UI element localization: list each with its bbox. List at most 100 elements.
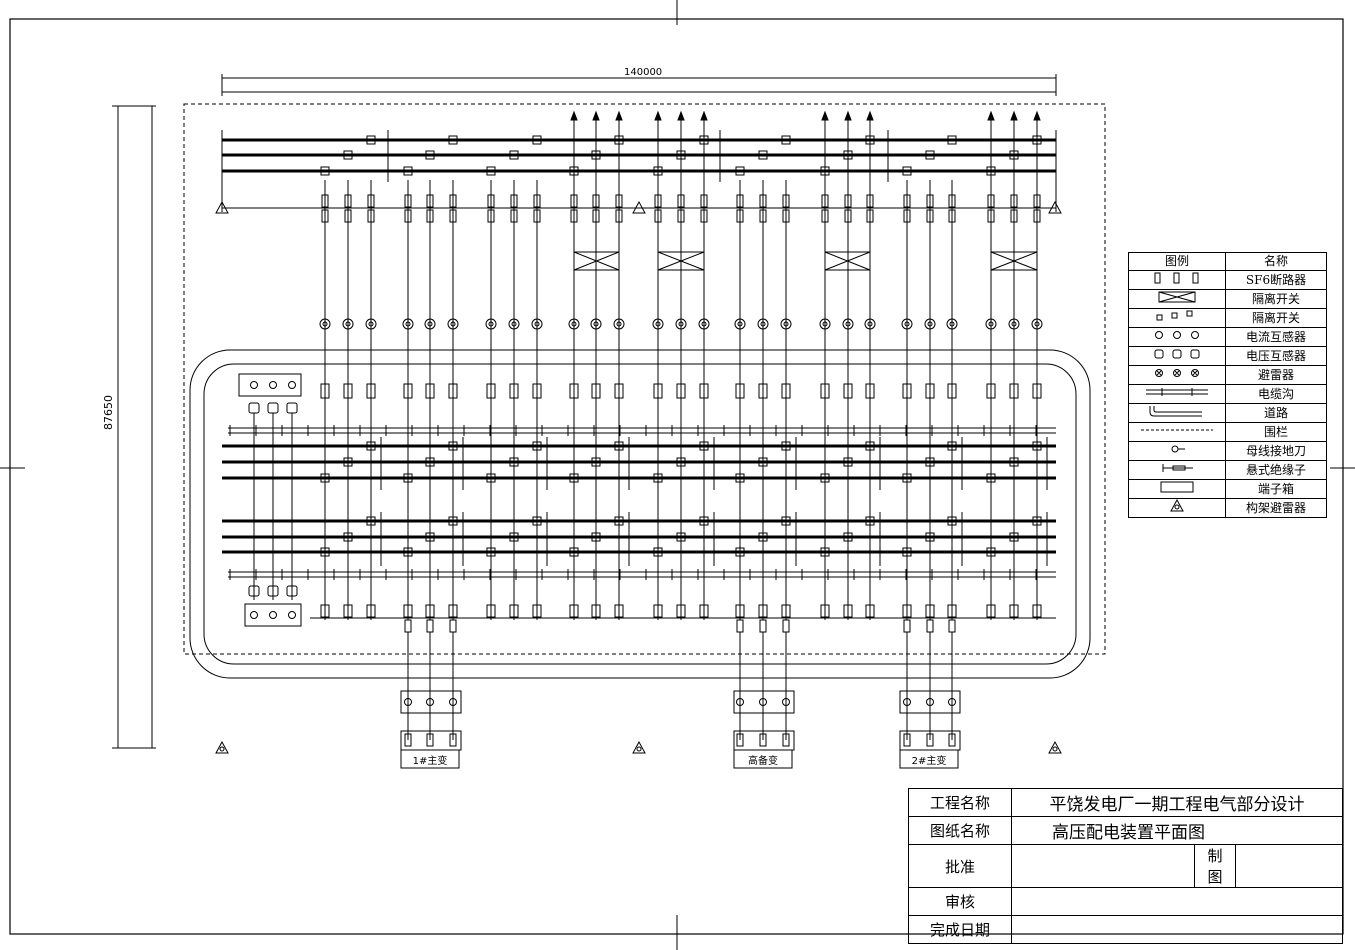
breaker-icon bbox=[592, 194, 600, 208]
breaker-icon bbox=[948, 619, 956, 633]
breaker-icon bbox=[986, 383, 996, 399]
breaker-icon bbox=[820, 383, 830, 399]
disconnector-small-icon bbox=[1032, 516, 1042, 526]
disconnector-small-icon bbox=[448, 516, 458, 526]
legend-item-name: 悬式绝缘子 bbox=[1225, 459, 1327, 480]
breaker-icon bbox=[926, 209, 934, 223]
breaker-icon bbox=[426, 194, 434, 208]
breaker-icon bbox=[758, 383, 768, 399]
current-transformer-icon bbox=[319, 318, 331, 330]
breaker-icon bbox=[449, 619, 457, 633]
current-transformer-icon bbox=[927, 321, 933, 327]
breaker-icon bbox=[987, 209, 995, 223]
current-transformer-icon bbox=[734, 318, 746, 330]
disconnector-small-icon bbox=[569, 473, 579, 483]
disconnector-small-icon bbox=[820, 547, 830, 557]
outgoing-arrow-icon bbox=[844, 110, 852, 121]
breaker-icon bbox=[699, 604, 709, 618]
date-value bbox=[1011, 915, 1343, 944]
breaker-icon bbox=[736, 733, 744, 747]
disconnector-small-icon bbox=[366, 516, 376, 526]
breaker-icon bbox=[614, 604, 624, 618]
breaker-icon bbox=[677, 194, 685, 208]
breaker-icon bbox=[759, 209, 767, 223]
disconnector-small-icon bbox=[343, 457, 353, 467]
disconnector-small-icon bbox=[758, 532, 768, 542]
disconnector-small-icon bbox=[591, 532, 601, 542]
breaker-icon bbox=[448, 604, 458, 618]
transformer-label-3: 2#主变 bbox=[911, 756, 947, 767]
current-transformer-icon bbox=[924, 318, 936, 330]
breaker-icon bbox=[404, 209, 412, 223]
arrester-icon bbox=[269, 381, 277, 389]
breaker-icon bbox=[821, 209, 829, 223]
breaker-icon bbox=[948, 209, 956, 223]
disconnector-small-icon bbox=[448, 135, 458, 145]
arrester-icon bbox=[269, 611, 277, 619]
disconnector-small-icon bbox=[902, 473, 912, 483]
breaker-icon bbox=[591, 383, 601, 399]
approve-label: 批准 bbox=[908, 844, 1012, 888]
breaker-icon bbox=[653, 383, 663, 399]
arrester-icon bbox=[926, 698, 934, 706]
breaker-icon bbox=[569, 383, 579, 399]
road-inner bbox=[203, 363, 1077, 665]
disconnector-small-icon bbox=[569, 547, 579, 557]
disconnector-small-icon bbox=[735, 473, 745, 483]
legend-item-name: 母线接地刀 bbox=[1225, 440, 1327, 461]
suspension-insulator-icon bbox=[1128, 459, 1226, 480]
current-transformer-icon bbox=[342, 318, 354, 330]
breaker-icon bbox=[425, 604, 435, 618]
arrester-icon bbox=[449, 698, 457, 706]
road-outer bbox=[189, 349, 1091, 679]
current-transformer-icon bbox=[988, 321, 994, 327]
breaker-icon bbox=[533, 209, 541, 223]
breaker-icon bbox=[344, 194, 352, 208]
breaker-icon bbox=[569, 604, 579, 618]
breaker-icon bbox=[759, 194, 767, 208]
breaker-icon bbox=[843, 604, 853, 618]
breaker-icon bbox=[821, 194, 829, 208]
disconnector-small-icon bbox=[343, 150, 353, 160]
breaker-icon bbox=[903, 733, 911, 747]
disconnector-icon bbox=[1128, 288, 1226, 309]
terminal-box-icon bbox=[1128, 478, 1226, 499]
disconnector-small-icon bbox=[509, 457, 519, 467]
breaker-icon bbox=[782, 209, 790, 223]
current-transformer-icon bbox=[511, 321, 517, 327]
disconnector-small-icon bbox=[1032, 441, 1042, 451]
breaker-icon bbox=[736, 209, 744, 223]
disconnector-icon bbox=[657, 251, 705, 271]
current-transformer-icon bbox=[427, 321, 433, 327]
outgoing-arrow-icon bbox=[700, 110, 708, 121]
outgoing-arrow-icon bbox=[654, 110, 662, 121]
disconnector-small-icon bbox=[781, 516, 791, 526]
fence bbox=[183, 103, 1106, 655]
breaker-icon bbox=[615, 194, 623, 208]
breaker-icon bbox=[366, 604, 376, 618]
current-transformer-icon bbox=[845, 321, 851, 327]
disconnector-small-icon bbox=[532, 516, 542, 526]
breaker-icon bbox=[344, 209, 352, 223]
disconnector-icon bbox=[824, 251, 871, 271]
breaker-icon bbox=[866, 194, 874, 208]
breaker-icon bbox=[1010, 194, 1018, 208]
breaker-icon bbox=[449, 209, 457, 223]
bus-earthing-icon bbox=[1128, 440, 1226, 461]
label-box-1 bbox=[400, 749, 460, 769]
breaker-icon bbox=[591, 604, 601, 618]
disconnector-small-icon bbox=[532, 441, 542, 451]
breaker-icon bbox=[902, 383, 912, 399]
bays-group bbox=[229, 110, 1048, 747]
current-transformer-icon bbox=[616, 321, 622, 327]
disconnector-small-icon bbox=[366, 441, 376, 451]
transformer-standby-terminal-box bbox=[733, 690, 795, 714]
project-label: 工程名称 bbox=[908, 788, 1012, 817]
breaker-icon bbox=[700, 209, 708, 223]
outgoing-arrow-icon bbox=[570, 110, 578, 121]
legend-header-name: 名称 bbox=[1225, 252, 1327, 271]
breaker-icon bbox=[782, 733, 790, 747]
disconnector-small-icon bbox=[947, 516, 957, 526]
draw-value bbox=[1235, 844, 1343, 888]
disconnector-icon bbox=[824, 251, 871, 271]
